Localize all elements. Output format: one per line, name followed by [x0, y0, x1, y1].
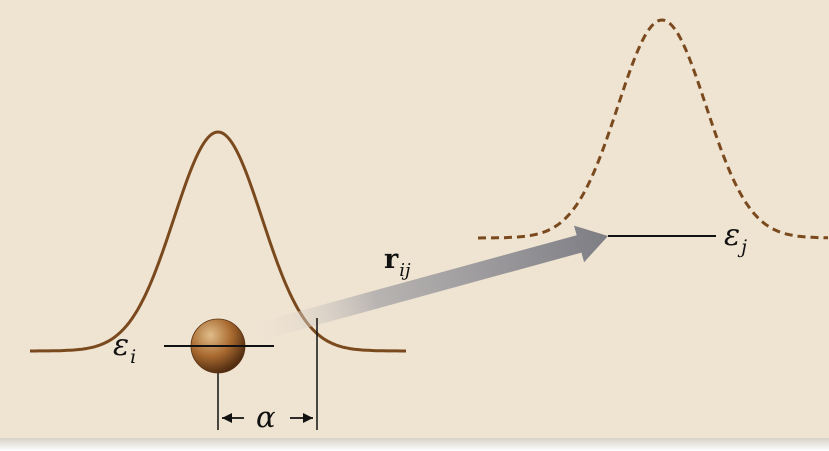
- energy-i-symbol: ε: [113, 328, 129, 363]
- energy-i-subscript: i: [130, 346, 136, 368]
- background-panel: [0, 0, 829, 438]
- energy-j-symbol: ε: [724, 218, 740, 253]
- vector-subscript: ij: [399, 260, 411, 281]
- bottom-shadow: [0, 438, 829, 451]
- vector-symbol: r: [384, 244, 399, 275]
- width-alpha-label: α: [256, 400, 276, 434]
